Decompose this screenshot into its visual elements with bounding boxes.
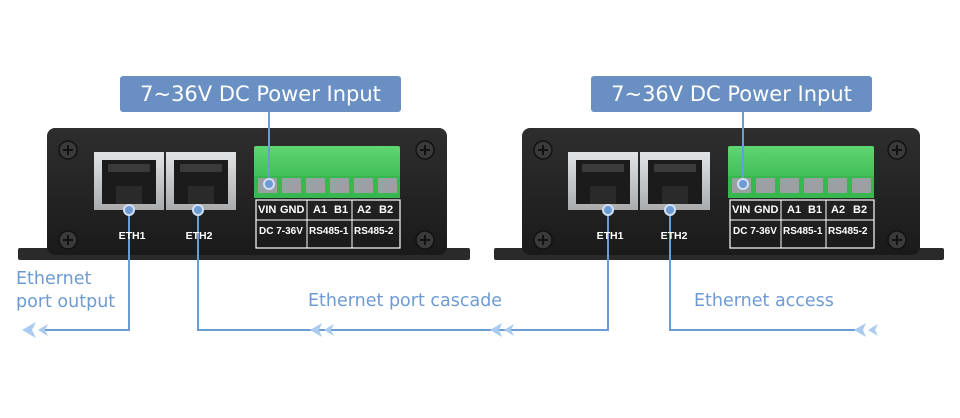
eth1-label-2: ETH1 [596, 230, 624, 242]
connection-lines [40, 111, 855, 331]
ethernet-access-label: Ethernet access [694, 291, 834, 311]
terminal-b2-1: B2 [379, 204, 394, 216]
power-dot-left [263, 178, 275, 190]
output-line [40, 210, 130, 331]
ethernet-port-icon [166, 152, 236, 210]
screw-icon [58, 140, 78, 160]
terminal-a2-1: A2 [357, 204, 372, 216]
screw-icon [533, 230, 553, 250]
terminal-gnd-2: GND [754, 204, 779, 216]
ethernet-port-output-line2: port output [16, 292, 116, 312]
power-dot-right [737, 178, 749, 190]
terminal-rs485-2-label-1: RS485-2 [354, 226, 394, 237]
left-arrow-icon [324, 324, 334, 336]
left-arrow-icon [38, 324, 48, 336]
eth2-dot-2 [664, 204, 676, 216]
screw-icon [58, 230, 78, 250]
screw-icon [533, 140, 553, 160]
power-input-callout-right: 7~36V DC Power Input [591, 76, 872, 112]
terminal-gnd-1: GND [280, 204, 305, 216]
left-arrow-icon [22, 322, 36, 338]
device-1 [18, 128, 470, 260]
terminal-dc-label-1: DC 7-36V [259, 226, 303, 237]
terminal-rs485-1-label-2: RS485-1 [783, 226, 823, 237]
eth2-dot-1 [192, 204, 204, 216]
device-2 [494, 128, 944, 260]
terminal-vin-2: VIN [732, 204, 751, 216]
left-arrow-icon [854, 323, 866, 337]
access-line [669, 210, 855, 331]
cascade-line [197, 210, 609, 331]
left-arrow-icon [490, 323, 502, 337]
power-input-callout-left: 7~36V DC Power Input [120, 76, 401, 112]
eth1-label-1: ETH1 [118, 230, 146, 242]
eth1-dot-2 [602, 204, 614, 216]
ethernet-port-icon [640, 152, 710, 210]
screw-icon [887, 140, 907, 160]
screw-icon [415, 230, 435, 250]
terminal-a1-2: A1 [787, 204, 802, 216]
terminal-rs485-1-label-1: RS485-1 [309, 226, 349, 237]
terminal-b1-2: B1 [808, 204, 823, 216]
left-arrow-icon [504, 324, 514, 336]
left-arrow-icon [868, 324, 878, 336]
terminal-a2-2: A2 [831, 204, 846, 216]
terminal-a1-1: A1 [313, 204, 328, 216]
screw-icon [415, 140, 435, 160]
ethernet-port-icon [94, 152, 164, 210]
ethernet-port-output-label: Ethernet port output [16, 268, 115, 314]
terminal-vin-1: VIN [258, 204, 277, 216]
arrow-icons [22, 322, 878, 338]
terminal-rs485-2-label-2: RS485-2 [828, 226, 868, 237]
terminal-block-icon [254, 146, 401, 249]
terminal-block-icon [728, 146, 875, 249]
eth2-label-1: ETH2 [185, 230, 213, 242]
terminal-b1-1: B1 [334, 204, 349, 216]
screw-icon [887, 230, 907, 250]
terminal-b2-2: B2 [853, 204, 868, 216]
terminal-dc-label-2: DC 7-36V [733, 226, 777, 237]
eth2-label-2: ETH2 [660, 230, 688, 242]
ethernet-port-output-line1: Ethernet [16, 269, 92, 289]
ethernet-port-cascade-label: Ethernet port cascade [308, 291, 503, 311]
ethernet-port-icon [568, 152, 638, 210]
eth1-dot-1 [123, 204, 135, 216]
connection-dots [123, 178, 749, 216]
left-arrow-icon [310, 323, 322, 337]
